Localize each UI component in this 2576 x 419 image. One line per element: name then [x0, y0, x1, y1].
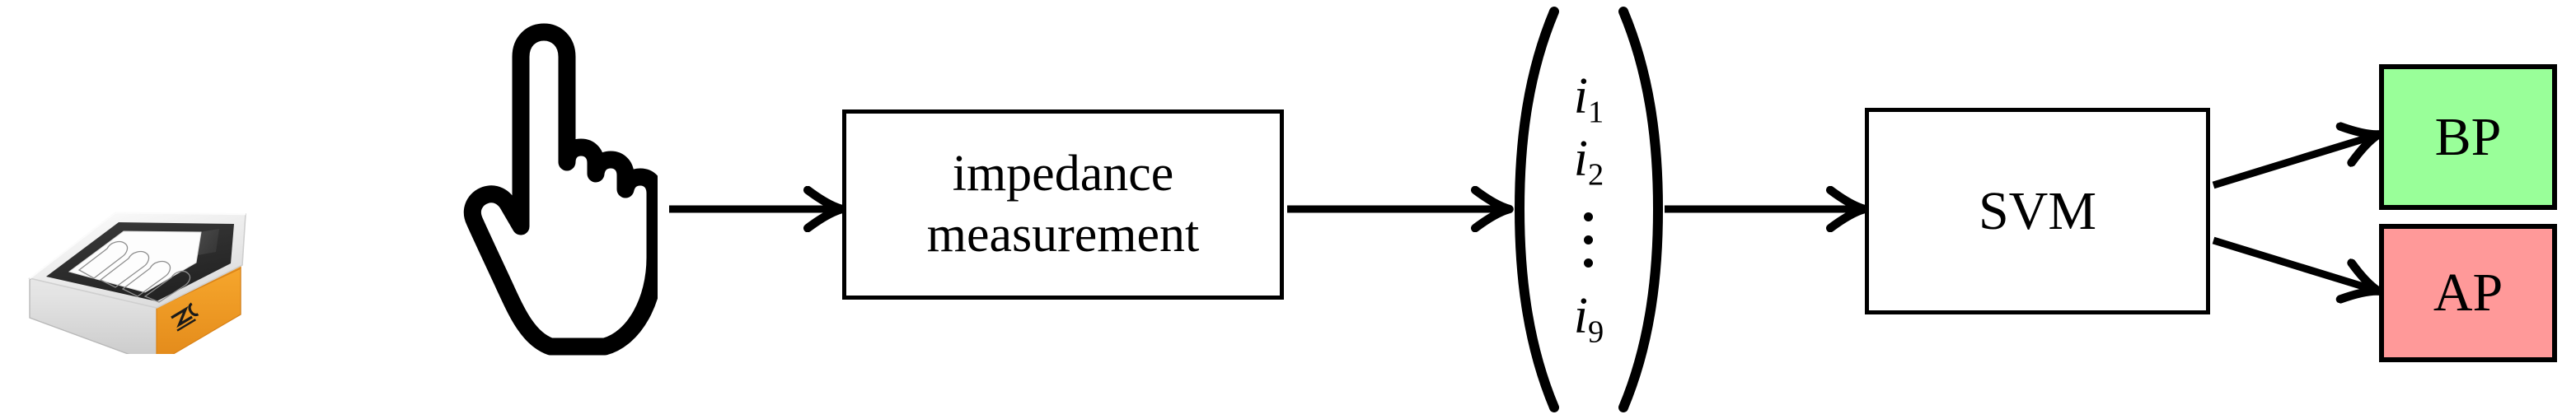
vector-entry-1: i1 — [1573, 68, 1604, 130]
svm-label: SVM — [1978, 180, 2097, 241]
open-paren-icon — [1515, 7, 1559, 412]
impedance-sensor-device — [25, 123, 404, 365]
device-electrode-area — [68, 230, 202, 293]
vector-entry-last: i9 — [1573, 287, 1604, 350]
arrow-svm-to-ap — [2212, 236, 2374, 290]
vector-parentheses — [1515, 7, 1663, 412]
class-label-bp: BP — [2434, 106, 2502, 167]
zc-logo — [171, 302, 199, 332]
arrow-svm-to-bp — [2212, 136, 2374, 189]
vector-entries: i1 i2 i9 — [1574, 71, 1604, 348]
device-illustration — [28, 211, 246, 365]
device-finger-outlines — [77, 240, 191, 303]
impedance-measurement-label: impedance measurement — [927, 144, 1200, 264]
class-box-ap[interactable]: AP — [2379, 224, 2557, 362]
close-paren-icon — [1618, 7, 1663, 412]
class-box-bp[interactable]: BP — [2379, 64, 2557, 210]
feature-vector-group: i1 i2 i9 — [1515, 0, 1663, 419]
device-top-highlight — [29, 211, 246, 279]
vector-entry-2: i2 — [1573, 131, 1604, 193]
impedance-measurement-block[interactable]: impedance measurement — [842, 109, 1284, 300]
class-label-ap: AP — [2433, 263, 2503, 323]
pointing-hand-icon — [452, 21, 664, 358]
vertical-dots-icon — [1584, 196, 1594, 286]
svm-classifier-block[interactable]: SVM — [1865, 108, 2210, 314]
vector-entries-wrap: i1 i2 i9 — [1515, 0, 1663, 419]
hand-glyph — [463, 23, 664, 356]
impedance-label-line1: impedance — [952, 146, 1174, 203]
impedance-label-line2: measurement — [926, 206, 1200, 263]
